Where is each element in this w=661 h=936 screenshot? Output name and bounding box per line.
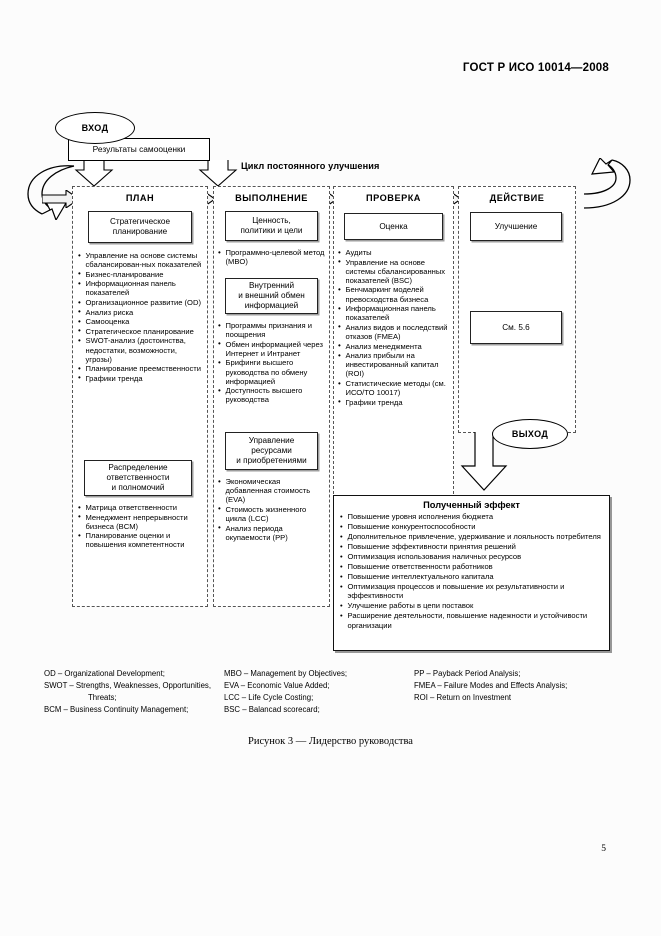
figure-diagram: ВХОД Результаты самооценки Цикл постоянн… (0, 0, 661, 700)
list-item: Бизнес-планирование (78, 269, 204, 279)
bullets-plan-secondary: Матрица ответственности Менеджмент непре… (78, 502, 204, 550)
figure-caption: Рисунок 3 — Лидерство руководства (248, 736, 413, 747)
output-oval: ВЫХОД (492, 419, 568, 449)
list-item: Повышение конкурентоспособности (340, 521, 603, 531)
legend-entry: OD – Organizational Development; (44, 669, 165, 678)
list-item: Стратегическое планирование (78, 326, 204, 336)
box-value-policies-goals: Ценность, политики и цели (225, 211, 318, 241)
bullet-list: Экономическая добавленная стоимость (EVA… (218, 476, 328, 542)
legend-column-3: PP – Payback Period Analysis; FMEA – Fai… (414, 668, 624, 704)
list-item: Менеджмент непрерывности бизнеса (BCM) (78, 512, 204, 531)
list-item: Дополнительное привлечение, удерживание … (340, 531, 603, 541)
list-item: Управление на основе системы сбалансиров… (78, 250, 204, 269)
list-item: Анализ периода окупаемости (PP) (218, 523, 328, 542)
list-item: Оптимизация использования наличных ресур… (340, 551, 603, 561)
list-item: SWOT-анализ (достоинства, недостатки, во… (78, 336, 204, 364)
legend-entry: BCM – Business Continuity Management; (44, 705, 189, 715)
box-resource-management: Управление ресурсами и приобретениями (225, 432, 318, 470)
list-item: Брифинги высшего руководства по обмену и… (218, 358, 328, 386)
legend-column-2: MBO – Management by Objectives; EVA – Ec… (224, 668, 414, 716)
list-item: Анализ видов и последствий отказов (FMEA… (338, 322, 452, 341)
box-see-section: См. 5.6 (470, 311, 562, 344)
legend-entry: ROI – Return on Investment (414, 693, 512, 703)
list-item: Анализ менеджмента (338, 341, 452, 351)
list-item: Оптимизация процессов и повышение их рез… (340, 582, 603, 601)
bullet-list: Аудиты Управление на основе системы сбал… (338, 247, 452, 407)
list-item: Планирование преемственности (78, 364, 204, 374)
result-box-title: Полученный эффект (423, 500, 520, 510)
column-check-header: ПРОВЕРКА (366, 193, 421, 203)
legend-entry: LCC – Life Cycle Costing; (224, 693, 314, 703)
column-act-header: ДЕЙСТВИЕ (489, 193, 545, 203)
box-assessment: Оценка (344, 213, 443, 240)
page-number: 5 (601, 844, 606, 854)
list-item: Программно-целевой метод (MBO) (218, 247, 328, 266)
list-item: Повышение интеллектуального капитала (340, 571, 603, 581)
list-item: Обмен информацией через Интернет и Интра… (218, 339, 328, 358)
bullet-list: Управление на основе системы сбалансиров… (78, 250, 204, 383)
legend-entry: EVA – Economic Value Added; (224, 681, 330, 691)
box-responsibility-allocation: Распределение ответственности и полномоч… (84, 460, 192, 496)
bullet-list: Матрица ответственности Менеджмент непре… (78, 502, 204, 550)
list-item: Анализ прибыли на инвестированный капита… (338, 351, 452, 379)
list-item: Расширение деятельности, повышение надеж… (340, 611, 603, 630)
list-item: Самооценка (78, 317, 204, 327)
list-item: Бенчмаркинг моделей превосходства бизнес… (338, 285, 452, 304)
list-item: Организационное развитие (OD) (78, 298, 204, 308)
bullets-do-3: Экономическая добавленная стоимость (EVA… (218, 476, 328, 542)
list-item: Информационная панель показателей (78, 279, 204, 298)
bullets-do-2: Программы признания и поощрения Обмен ин… (218, 320, 328, 405)
bullet-list: Программно-целевой метод (MBO) (218, 247, 328, 266)
abbreviation-legend: OD – Organizational Development; SWOT – … (0, 668, 661, 728)
bullets-check: Аудиты Управление на основе системы сбал… (338, 247, 452, 407)
list-item: Программы признания и поощрения (218, 320, 328, 339)
list-item: Матрица ответственности (78, 502, 204, 512)
legend-entry: MBO – Management by Objectives; (224, 669, 348, 678)
bullets-plan-primary: Управление на основе системы сбалансиров… (78, 250, 204, 384)
legend-entry: PP – Payback Period Analysis; (414, 669, 521, 678)
list-item: Стоимость жизненного цикла (LCC) (218, 504, 328, 523)
bullet-list: Программы признания и поощрения Обмен ин… (218, 320, 328, 405)
column-plan-header: ПЛАН (125, 193, 155, 203)
list-item: Анализ риска (78, 307, 204, 317)
cycle-title: Цикл постоянного улучшения (241, 161, 380, 171)
list-item: Графики тренда (78, 373, 204, 383)
legend-column-1: OD – Organizational Development; SWOT – … (44, 668, 224, 716)
cycle-arrow-right (583, 158, 631, 209)
list-item: Улучшение работы в цепи поставок (340, 601, 603, 611)
list-item: Повышение эффективности принятия решений (340, 541, 603, 551)
box-improvement: Улучшение (470, 212, 562, 241)
list-item: Управление на основе системы сбалансиров… (338, 257, 452, 285)
legend-entry: Threats; (88, 693, 117, 703)
list-item: Информационная панель показателей (338, 304, 452, 323)
box-internal-external-communication: Внутренний и внешний обмен информацией (225, 278, 318, 314)
cycle-arrow-left (27, 165, 75, 220)
output-down-arrow (460, 432, 508, 491)
list-item: Статистические методы (см. ИСО/ТО 10017) (338, 379, 452, 398)
list-item: Аудиты (338, 247, 452, 257)
result-box: Полученный эффект Повышение уровня испол… (333, 495, 610, 651)
list-item: Планирование оценки и повышения компетен… (78, 531, 204, 550)
box-strategic-planning: Стратегическое планирование (88, 211, 192, 243)
list-item: Графики тренда (338, 397, 452, 407)
column-do-header: ВЫПОЛНЕНИЕ (235, 193, 308, 203)
list-item: Повышение уровня исполнения бюджета (340, 511, 603, 521)
legend-entry: SWOT – Strengths, Weaknesses, Opportunit… (44, 681, 211, 691)
self-assessment-box: Результаты самооценки (68, 138, 210, 161)
list-item: Повышение ответственности работников (340, 561, 603, 571)
legend-entry: BSC – Balancad scorecard; (224, 705, 320, 715)
list-item: Доступность высшего руководства (218, 386, 328, 405)
input-oval: ВХОД (55, 112, 135, 144)
legend-entry: FMEA – Failure Modes and Effects Analysi… (414, 681, 568, 691)
bullets-do-1: Программно-целевой метод (MBO) (218, 247, 328, 267)
document-header: ГОСТ Р ИСО 10014—2008 (462, 62, 609, 74)
result-list: Повышение уровня исполнения бюджета Повы… (340, 511, 603, 630)
list-item: Экономическая добавленная стоимость (EVA… (218, 476, 328, 504)
